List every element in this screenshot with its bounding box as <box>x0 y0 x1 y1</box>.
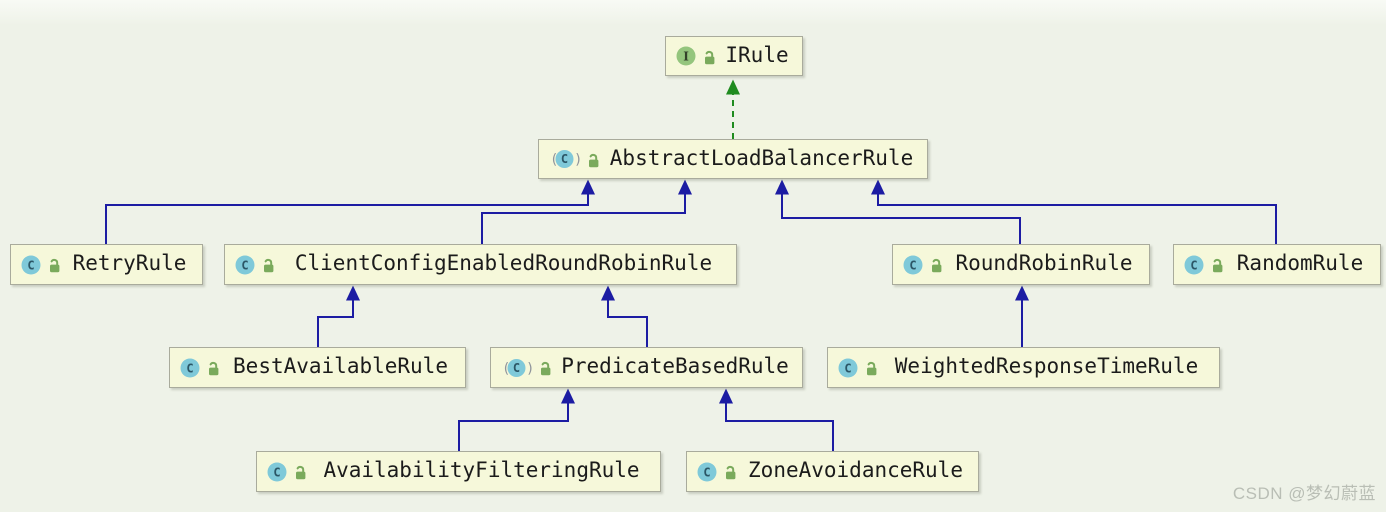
svg-text:I: I <box>683 49 689 63</box>
lock-icon <box>206 361 220 376</box>
class-name-label: IRule <box>725 42 789 67</box>
class-icon: C <box>903 255 923 275</box>
svg-text:C: C <box>273 465 280 479</box>
class-name-label: RoundRobinRule <box>955 251 1133 275</box>
edge-client-config-enabled-round-robin-rule-to-abstract-load-balancer-rule <box>481 179 692 244</box>
class-node-irule[interactable]: I IRule <box>665 36 803 76</box>
lock-icon <box>47 258 61 273</box>
svg-text:C: C <box>513 361 520 375</box>
class-name-label: AbstractLoadBalancerRule <box>609 145 914 170</box>
class-node-predicate-based-rule[interactable]: (C) PredicateBasedRule <box>490 347 803 388</box>
lock-icon <box>864 361 878 376</box>
edge-round-robin-rule-to-abstract-load-balancer-rule <box>775 179 1021 244</box>
interface-icon: I <box>676 46 696 66</box>
edge-random-rule-to-abstract-load-balancer-rule <box>871 179 1277 244</box>
lock-icon <box>702 50 716 65</box>
class-icon: C <box>697 462 717 482</box>
class-node-client-config-enabled-round-robin-rule[interactable]: C ClientConfigEnabledRoundRobinRule <box>224 244 737 285</box>
class-node-random-rule[interactable]: C RandomRule <box>1173 244 1381 285</box>
lock-icon <box>538 361 552 376</box>
class-node-abstract-load-balancer-rule[interactable]: (C) AbstractLoadBalancerRule <box>538 139 928 179</box>
edge-zone-avoidance-rule-to-predicate-based-rule <box>719 388 834 451</box>
edge-availability-filtering-rule-to-predicate-based-rule <box>458 388 575 451</box>
class-icon: C <box>1184 255 1204 275</box>
svg-text:(: ( <box>550 152 558 168</box>
svg-text:): ) <box>574 152 580 168</box>
edge-retry-rule-to-abstract-load-balancer-rule <box>105 179 595 244</box>
svg-text:C: C <box>1190 258 1197 272</box>
svg-text:C: C <box>561 152 568 166</box>
class-node-weighted-response-time-rule[interactable]: C WeightedResponseTimeRule <box>827 347 1220 388</box>
class-name-label: WeightedResponseTimeRule <box>894 354 1199 378</box>
svg-text:C: C <box>27 258 34 272</box>
class-name-label: RetryRule <box>72 251 187 275</box>
class-icon: C <box>235 255 255 275</box>
class-icon: C <box>180 358 200 378</box>
lock-icon <box>929 258 943 273</box>
abstract-class-icon: (C) <box>549 149 580 169</box>
lock-icon <box>586 153 600 168</box>
class-name-label: ZoneAvoidanceRule <box>748 458 963 482</box>
class-node-availability-filtering-rule[interactable]: C AvailabilityFilteringRule <box>256 451 661 492</box>
lock-icon <box>261 258 275 273</box>
class-node-retry-rule[interactable]: C RetryRule <box>10 244 203 285</box>
abstract-class-icon: (C) <box>501 358 532 378</box>
lock-icon <box>723 465 737 480</box>
svg-text:C: C <box>241 258 248 272</box>
class-icon: C <box>838 358 858 378</box>
svg-text:(: ( <box>502 361 510 377</box>
svg-text:C: C <box>844 361 851 375</box>
class-icon: C <box>21 255 41 275</box>
svg-text:C: C <box>703 465 710 479</box>
class-node-best-available-rule[interactable]: C BestAvailableRule <box>169 347 466 388</box>
class-name-label: BestAvailableRule <box>233 354 448 378</box>
class-name-label: RandomRule <box>1236 251 1364 275</box>
class-name-label: PredicateBasedRule <box>561 354 789 378</box>
lock-icon <box>1210 258 1224 273</box>
edge-predicate-based-rule-to-client-config-enabled-round-robin-rule <box>601 285 648 347</box>
class-icon: C <box>267 462 287 482</box>
svg-text:): ) <box>526 361 532 377</box>
svg-text:C: C <box>909 258 916 272</box>
class-node-round-robin-rule[interactable]: C RoundRobinRule <box>892 244 1150 285</box>
edge-best-available-rule-to-client-config-enabled-round-robin-rule <box>317 285 360 347</box>
svg-text:C: C <box>186 361 193 375</box>
class-name-label: AvailabilityFilteringRule <box>323 458 640 482</box>
watermark: CSDN @梦幻蔚蓝 <box>1232 484 1376 503</box>
lock-icon <box>293 465 307 480</box>
class-node-zone-avoidance-rule[interactable]: C ZoneAvoidanceRule <box>686 451 979 492</box>
class-name-label: ClientConfigEnabledRoundRobinRule <box>294 251 713 275</box>
